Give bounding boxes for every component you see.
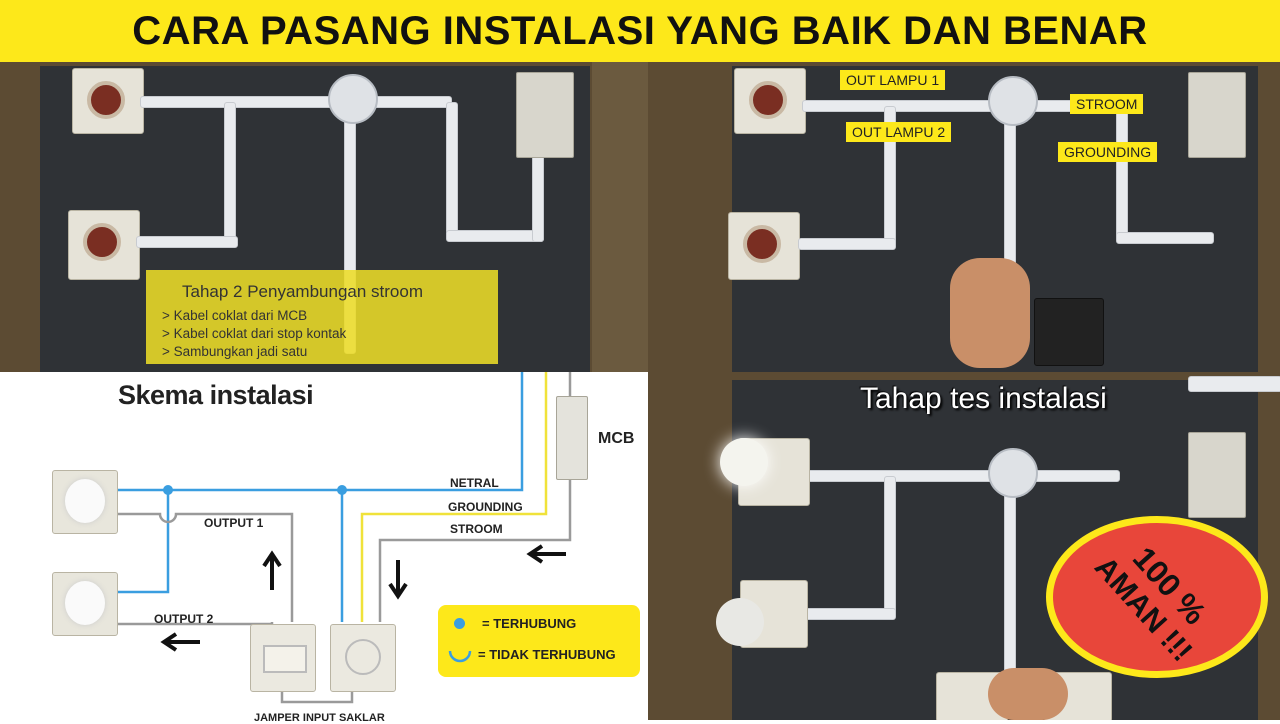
junction-dot	[337, 485, 347, 495]
arrow-left	[526, 544, 566, 564]
label-jamper: JAMPER INPUT SAKLAR	[254, 712, 385, 724]
conduit	[798, 608, 896, 620]
conduit	[446, 230, 544, 242]
lamp-socket-2	[728, 212, 800, 280]
lamp-socket-2	[68, 210, 140, 280]
caption-title: Tahap 2 Penyambungan stroom	[182, 282, 423, 301]
mcb-icon	[556, 396, 588, 480]
switch-rocker	[263, 645, 307, 673]
outlet-icon	[330, 624, 396, 692]
conduit	[532, 152, 544, 242]
conduit	[1116, 232, 1214, 244]
wood-side	[592, 62, 648, 372]
label-stroom: STROOM	[1070, 94, 1144, 114]
label-stroom: STROOM	[450, 522, 503, 536]
wall-outlet-box	[1034, 298, 1104, 366]
caption-step-3: > Sambungkan jadi satu	[162, 344, 308, 359]
bulb-icon	[65, 581, 105, 625]
hand	[988, 668, 1068, 720]
title-banner: CARA PASANG INSTALASI YANG BAIK DAN BENA…	[0, 0, 1280, 62]
lamp-socket-1	[734, 68, 806, 134]
mcb-box	[1188, 432, 1246, 518]
caption-step-2: > Kabel coklat dari stop kontak	[162, 326, 347, 341]
lamp-socket-1	[72, 68, 144, 134]
label-output-2: OUTPUT 2	[154, 612, 214, 626]
junction-box	[988, 76, 1038, 126]
lamp-icon-1	[52, 470, 118, 534]
banner-title: CARA PASANG INSTALASI YANG BAIK DAN BENA…	[132, 8, 1148, 53]
conduit	[1116, 106, 1128, 238]
mcb-label: MCB	[598, 430, 635, 447]
test-title: Tahap tes instalasi	[860, 382, 1107, 415]
conduit	[224, 102, 236, 244]
caption-step-1: > Kabel coklat dari MCB	[162, 308, 308, 323]
wire-output-1	[118, 512, 294, 622]
lit-bulb-1	[720, 438, 768, 486]
conduit	[802, 100, 1104, 112]
arrow-down	[388, 560, 408, 600]
label-output-1: OUTPUT 1	[204, 516, 264, 530]
label-out-lampu-1: OUT LAMPU 1	[840, 70, 946, 90]
label-grounding: GROUNDING	[1058, 142, 1158, 162]
legend: = TERHUBUNG = TIDAK TERHUBUNG	[438, 605, 640, 677]
panel-tahap-2: Tahap 2 Penyambungan stroom > Kabel cokl…	[0, 62, 648, 372]
conduit	[798, 238, 896, 250]
conduit	[798, 470, 1120, 482]
label-out-lampu-2: OUT LAMPU 2	[846, 122, 952, 142]
bulb-icon	[65, 479, 105, 523]
wire-grounding	[360, 372, 548, 622]
conduit	[136, 236, 238, 248]
arrow-up	[262, 550, 282, 590]
arrow-left	[160, 632, 200, 652]
wire-jamper	[280, 690, 354, 704]
conduit	[446, 102, 458, 234]
junction-box	[328, 74, 378, 124]
lamp-icon-2	[52, 572, 118, 636]
label-netral: NETRAL	[450, 476, 499, 490]
junction-box	[988, 448, 1038, 498]
diagram-title: Skema instalasi	[118, 380, 314, 410]
mcb-box	[516, 72, 574, 158]
conduit	[140, 96, 452, 108]
legend-dot	[454, 618, 465, 629]
hand	[950, 258, 1030, 368]
conduit	[1188, 376, 1280, 392]
aman-stamp: 100 % AMAN !!!	[1046, 516, 1268, 678]
legend-not-connected: = TIDAK TERHUBUNG	[478, 647, 616, 662]
mcb-box	[1188, 72, 1246, 158]
switch-icon	[250, 624, 316, 692]
label-grounding: GROUNDING	[448, 500, 523, 514]
junction-dot	[163, 485, 173, 495]
outlet-face	[345, 639, 381, 675]
legend-arc-icon	[448, 650, 472, 663]
lit-bulb-2	[716, 598, 764, 646]
conduit	[884, 476, 896, 618]
wire-stroom	[378, 372, 572, 622]
conduit	[1004, 476, 1016, 688]
panel-labels: OUT LAMPU 1 OUT LAMPU 2 STROOM GROUNDING	[648, 62, 1280, 372]
legend-connected: = TERHUBUNG	[482, 616, 577, 631]
caption-box: Tahap 2 Penyambungan stroom > Kabel cokl…	[146, 270, 498, 364]
